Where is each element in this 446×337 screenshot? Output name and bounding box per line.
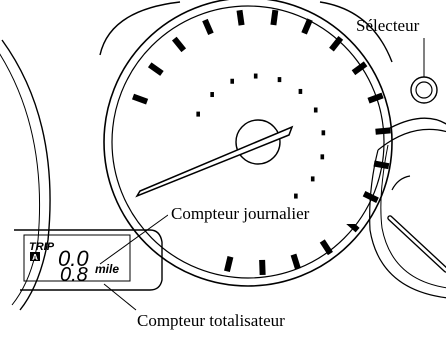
major-ticks (131, 9, 391, 276)
odometer-unit: mile (95, 262, 119, 276)
major-tick (367, 92, 384, 104)
major-tick (329, 36, 344, 52)
minor-tick (298, 88, 303, 94)
needle-icon (135, 125, 294, 198)
minor-tick (196, 111, 200, 117)
minor-tick (210, 92, 214, 98)
right-auxiliary-gauge (369, 117, 446, 299)
trip-meter-label: Compteur journalier (171, 204, 310, 223)
major-tick (375, 127, 391, 135)
minor-tick (320, 154, 325, 160)
major-tick (319, 239, 333, 256)
odometer-leader-line (103, 283, 137, 311)
minor-tick (253, 73, 258, 79)
trip-selection: A (32, 253, 38, 262)
odometer-display: TRIP A 0.0 0.8 mile (23, 234, 131, 286)
trip-value: 0.0 (58, 246, 89, 271)
odometer-label: Compteur totalisateur (137, 311, 285, 330)
minor-tick (310, 176, 315, 182)
major-tick (270, 9, 279, 26)
major-tick (373, 160, 390, 170)
odometer-value: 0.8 (60, 264, 88, 286)
major-tick (171, 36, 187, 53)
major-tick (202, 18, 214, 35)
minor-tick (230, 78, 235, 84)
selector-label: Sélecteur (356, 16, 420, 35)
trip-meter-leader-line (99, 214, 169, 265)
minor-tick (321, 130, 326, 136)
minor-tick (294, 193, 298, 199)
major-tick (236, 9, 245, 26)
minor-tick (313, 107, 318, 113)
major-tick (259, 259, 266, 276)
speedometer-icon (103, 0, 393, 287)
major-tick (131, 93, 149, 105)
minor-tick (277, 77, 282, 83)
major-tick (147, 62, 164, 76)
major-tick (224, 256, 234, 273)
major-tick (351, 61, 368, 76)
major-tick (301, 18, 313, 35)
major-tick (290, 253, 301, 270)
selector-knob-icon[interactable] (410, 76, 438, 104)
speedometer-housing (14, 1, 393, 291)
left-gauge (0, 39, 51, 311)
trip-label: TRIP (29, 241, 55, 253)
trip-selection-badge (30, 252, 40, 261)
